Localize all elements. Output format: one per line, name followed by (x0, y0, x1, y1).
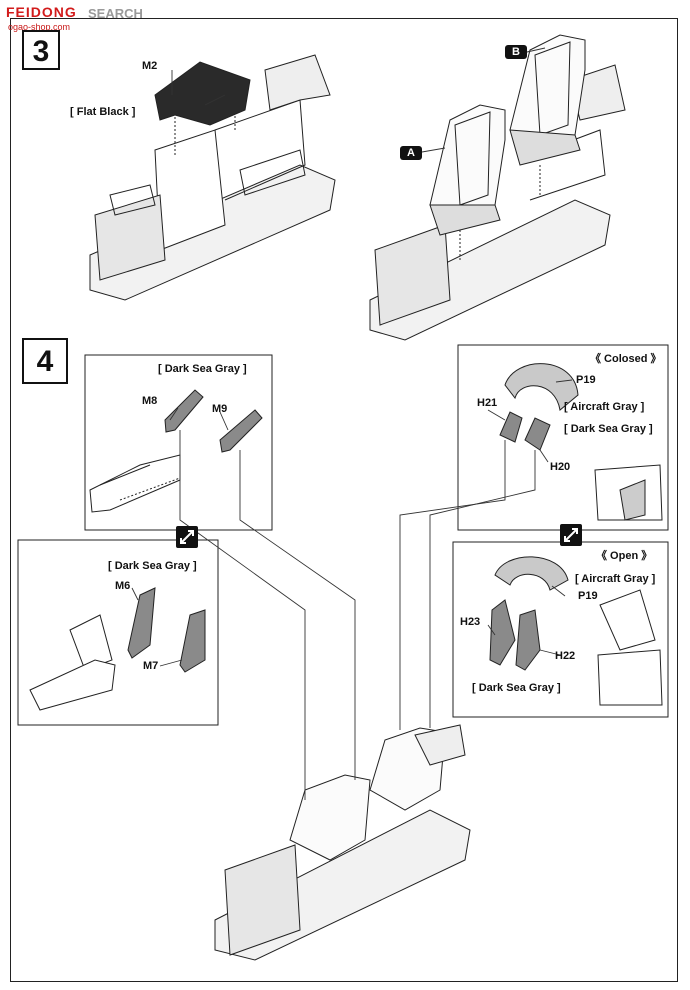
closed-canopy-paint-label: [ Aircraft Gray ] (564, 401, 645, 413)
step4-cockpit-tub (214, 724, 471, 961)
flip-arrow-icon (176, 526, 198, 548)
part-m7-shape (179, 609, 206, 673)
open-parts-paint-label: [ Dark Sea Gray ] (472, 682, 561, 694)
step-4-number: 4 (22, 338, 68, 384)
part-p19-closed-shape (504, 363, 579, 411)
part-m2-shape (154, 61, 251, 126)
part-p19-open-shape (494, 556, 569, 591)
watermark: FEIDONG SEARCH ogao-shop.com (6, 4, 166, 34)
paint-m2-label: [ Flat Black ] (70, 106, 136, 118)
part-h20-label: H20 (550, 461, 571, 473)
step3-cockpit-tub-right (369, 34, 626, 341)
part-h23-shape (489, 599, 516, 666)
part-h21-label: H21 (477, 397, 498, 409)
part-p19-closed-label: P19 (576, 374, 596, 386)
part-m6-label: M6 (115, 580, 131, 592)
part-h22-label: H22 (555, 650, 576, 662)
part-m7-label: M7 (143, 660, 159, 672)
part-m9-label: M9 (212, 403, 228, 415)
part-h21-shape (499, 411, 523, 443)
seat-a-tag: A (400, 146, 422, 160)
m6-m7-paint-label: [ Dark Sea Gray ] (108, 560, 197, 572)
closed-title: 《 Colosed 》 (590, 353, 662, 365)
open-title: 《 Open 》 (596, 550, 653, 562)
seat-b-tag: B (505, 45, 527, 59)
part-m8-label: M8 (142, 395, 158, 407)
watermark-brand: FEIDONG (6, 4, 77, 20)
flip-arrow-icon (560, 524, 582, 546)
part-m6-shape (127, 587, 156, 659)
box-m6-m7 (17, 539, 219, 726)
step3-cockpit-tub-left (89, 54, 336, 301)
part-m9-shape (219, 409, 263, 453)
step-3-number: 3 (22, 30, 60, 70)
m8-m9-paint-label: [ Dark Sea Gray ] (158, 363, 247, 375)
watermark-search: SEARCH (88, 6, 143, 21)
part-p19-open-label: P19 (578, 590, 598, 602)
closed-parts-paint-label: [ Dark Sea Gray ] (564, 423, 653, 435)
part-m2-label: M2 (142, 60, 158, 72)
page-border (10, 18, 678, 982)
part-m8-shape (164, 389, 204, 433)
open-canopy-paint-label: [ Aircraft Gray ] (575, 573, 656, 585)
watermark-url: ogao-shop.com (8, 22, 71, 32)
part-h23-label: H23 (460, 616, 481, 628)
part-h20-shape (524, 417, 551, 451)
part-h22-shape (515, 609, 541, 671)
